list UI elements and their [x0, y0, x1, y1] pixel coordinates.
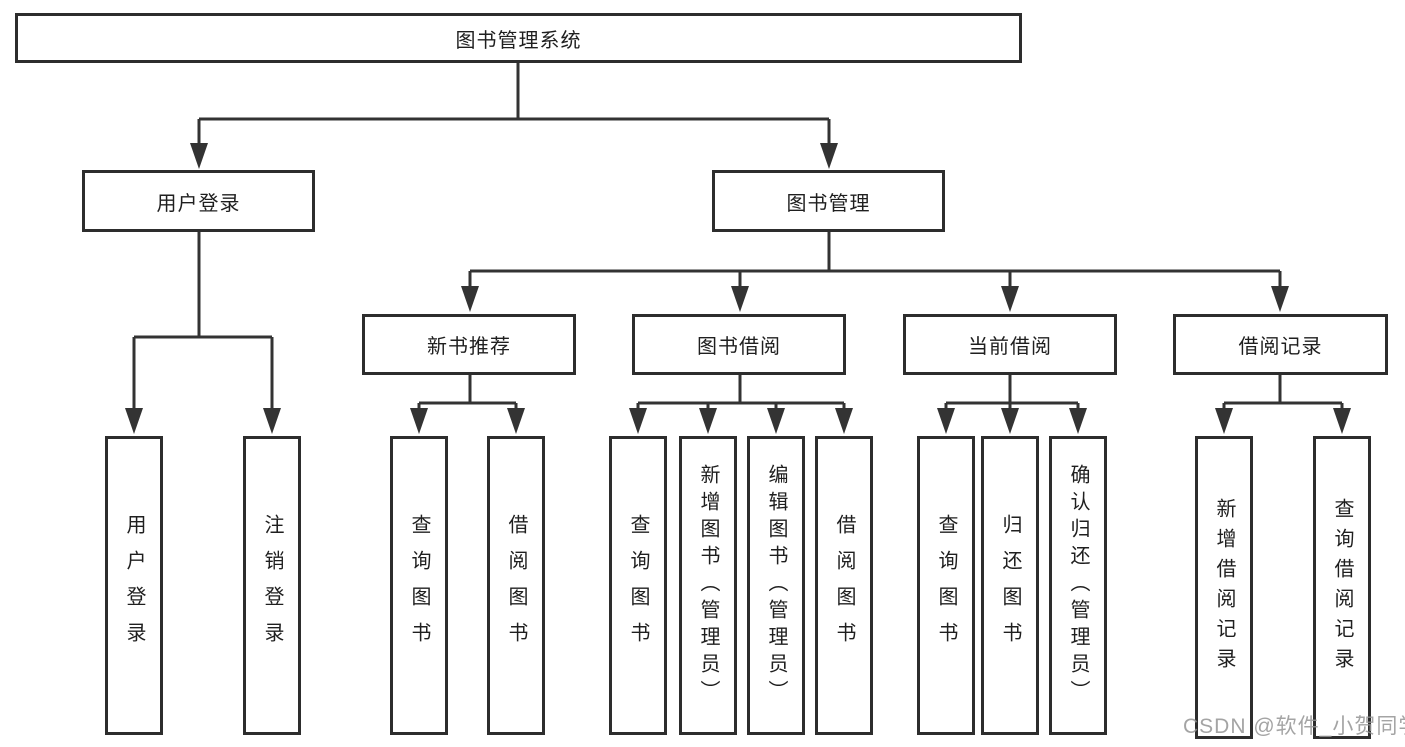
arrow-down-icon [461, 286, 479, 312]
arrow-down-icon [1069, 408, 1087, 434]
arrow-down-icon [1001, 408, 1019, 434]
arrow-down-icon [767, 408, 785, 434]
arrowheads [125, 143, 1351, 434]
node-borrow-records: 借阅记录 [1173, 314, 1388, 375]
arrow-down-icon [1001, 286, 1019, 312]
csdn-watermark: CSDN @软件_小贺同学 [1183, 715, 1405, 738]
arrow-down-icon [937, 408, 955, 434]
arrow-down-icon [125, 408, 143, 434]
node-current-borrow: 当前借阅 [903, 314, 1117, 375]
arrow-down-icon [1271, 286, 1289, 312]
arrow-down-icon [699, 408, 717, 434]
node-root: 图书管理系统 [15, 13, 1022, 63]
leaf-br-query-record: 查询借阅记录 [1313, 436, 1371, 739]
arrow-down-icon [1333, 408, 1351, 434]
leaf-nbr-borrow-books: 借阅图书 [487, 436, 545, 735]
arrow-down-icon [820, 143, 838, 169]
leaf-br-add-record: 新增借阅记录 [1195, 436, 1253, 739]
leaf-cb-confirm-return-admin: 确认归还（管理员） [1049, 436, 1107, 735]
leaf-user-login: 用户登录 [105, 436, 163, 735]
leaf-cb-return-books: 归还图书 [981, 436, 1039, 735]
arrow-down-icon [629, 408, 647, 434]
arrow-down-icon [507, 408, 525, 434]
node-user-login: 用户登录 [82, 170, 315, 232]
node-book-management: 图书管理 [712, 170, 945, 232]
leaf-nbr-query-books: 查询图书 [390, 436, 448, 735]
node-new-book-recommend: 新书推荐 [362, 314, 576, 375]
arrow-down-icon [835, 408, 853, 434]
arrow-down-icon [410, 408, 428, 434]
leaf-bb-query-books: 查询图书 [609, 436, 667, 735]
leaf-bb-edit-books-admin: 编辑图书（管理员） [747, 436, 805, 735]
leaf-logout: 注销登录 [243, 436, 301, 735]
arrow-down-icon [731, 286, 749, 312]
leaf-bb-borrow-books: 借阅图书 [815, 436, 873, 735]
node-book-borrow: 图书借阅 [632, 314, 846, 375]
leaf-bb-add-books-admin: 新增图书（管理员） [679, 436, 737, 735]
arrow-down-icon [1215, 408, 1233, 434]
tree-edges [132, 63, 1344, 418]
arrow-down-icon [263, 408, 281, 434]
arrow-down-icon [190, 143, 208, 169]
leaf-cb-query-books: 查询图书 [917, 436, 975, 735]
